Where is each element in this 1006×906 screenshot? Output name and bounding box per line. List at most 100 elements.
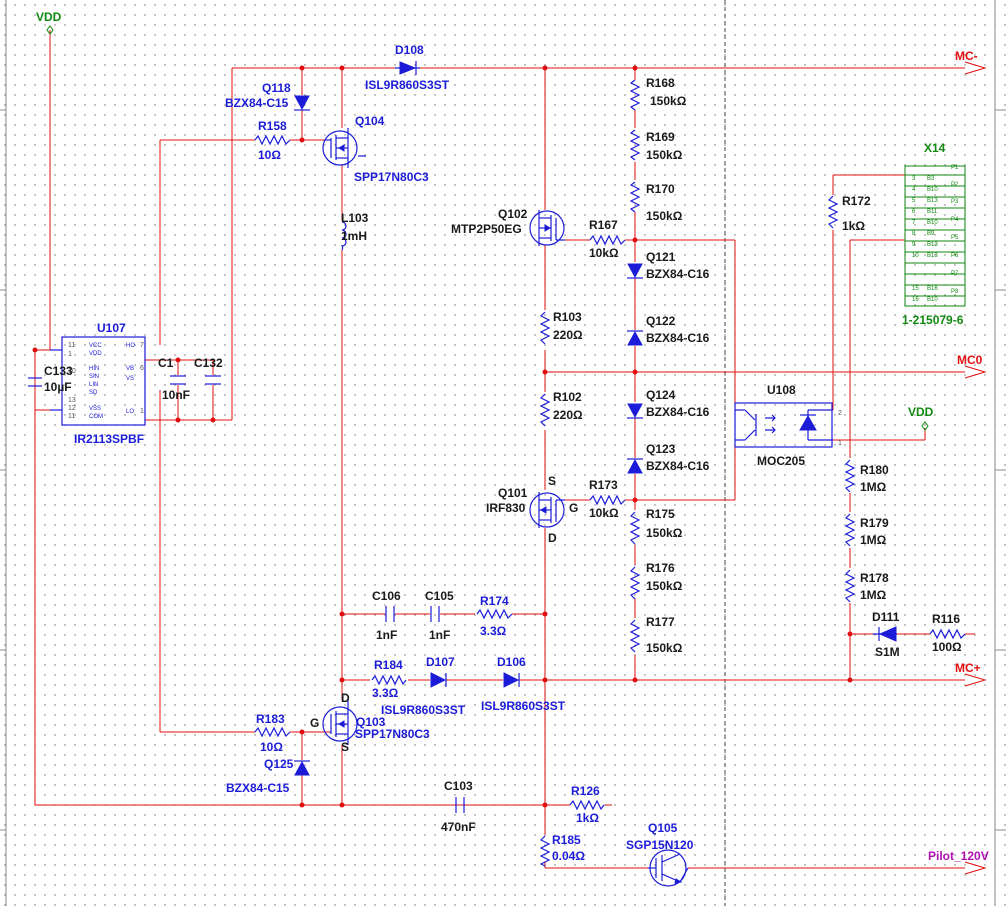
svg-text:MC+: MC+ [955, 661, 981, 675]
svg-text:16: 16 [912, 297, 919, 303]
svg-text:R126: R126 [571, 784, 600, 798]
svg-text:LO: LO [126, 409, 134, 415]
svg-text:X14: X14 [924, 141, 946, 155]
net-mc0: MC0 [957, 353, 987, 379]
mosfet-q104: Q104 SPP17N80C3 [322, 114, 429, 184]
resistor-r167: R167 10kΩ [589, 218, 626, 260]
zener-q124: Q124 BZX84-C16 [627, 388, 710, 419]
svg-text:6: 6 [912, 209, 916, 215]
svg-text:10: 10 [68, 368, 76, 375]
svg-text:1MΩ: 1MΩ [860, 533, 887, 547]
svg-text:1-215079-6: 1-215079-6 [902, 313, 964, 327]
svg-text:B16: B16 [927, 286, 938, 292]
svg-text:VDD: VDD [908, 405, 934, 419]
mosfet-q102: Q102 MTP2P50EG [451, 207, 565, 246]
resistor-r103: R103 220Ω [539, 310, 583, 345]
svg-text:Q103: Q103 [356, 715, 386, 729]
svg-text:10Ω: 10Ω [260, 740, 283, 754]
svg-text:D106: D106 [497, 655, 526, 669]
resistor-r174: R174 3.3Ω [476, 594, 513, 638]
svg-text:6: 6 [140, 365, 144, 372]
svg-text:SIN: SIN [89, 374, 99, 380]
svg-text:BZX84-C16: BZX84-C16 [646, 405, 710, 419]
net-vdd-top: VDD [36, 10, 62, 35]
svg-text:10Ω: 10Ω [258, 148, 281, 162]
svg-text:1kΩ: 1kΩ [842, 219, 865, 233]
svg-text:10µF: 10µF [44, 380, 72, 394]
svg-text:BZX84-C16: BZX84-C16 [646, 459, 710, 473]
svg-text:P4: P4 [951, 217, 959, 223]
svg-text:10kΩ: 10kΩ [589, 506, 619, 520]
svg-text:B3: B3 [927, 176, 935, 182]
svg-text:150kΩ: 150kΩ [646, 209, 683, 223]
svg-text:R103: R103 [553, 310, 582, 324]
svg-text:C105: C105 [425, 589, 454, 603]
diode-d111: D111 S1M [872, 610, 900, 659]
svg-text:3: 3 [912, 176, 916, 182]
svg-text:Q122: Q122 [646, 314, 676, 328]
svg-text:B10: B10 [927, 187, 938, 193]
svg-text:R116: R116 [932, 612, 960, 626]
svg-text:150kΩ: 150kΩ [646, 641, 683, 655]
svg-text:1nF: 1nF [429, 628, 450, 642]
svg-text:D107: D107 [426, 655, 455, 669]
svg-text:R175: R175 [646, 507, 675, 521]
resistor-r185: R185 0.04Ω [539, 833, 585, 867]
svg-text:150kΩ: 150kΩ [646, 579, 683, 593]
svg-text:C133: C133 [44, 364, 73, 378]
svg-text:11: 11 [68, 413, 75, 420]
svg-text:MTP2P50EG: MTP2P50EG [451, 222, 522, 236]
diode-d107: D107 ISL9R860S3ST [381, 655, 466, 717]
svg-text:1: 1 [68, 351, 72, 358]
svg-text:VS: VS [126, 376, 134, 382]
svg-text:3.3Ω: 3.3Ω [480, 624, 507, 638]
svg-text:MC-: MC- [955, 49, 978, 63]
net-pilot: Pilot_120V [928, 849, 989, 875]
svg-text:R158: R158 [258, 119, 287, 133]
x14-pins: B3 B10 B13 B11 B10 B9 B13 B13 B16 B10 P1… [905, 165, 965, 303]
junctions [32, 65, 853, 808]
resistor-r102: R102 220Ω [539, 390, 583, 427]
svg-text:COM: COM [89, 414, 103, 420]
optocoupler-u108: U108 MOC205 2 1 [734, 383, 842, 468]
capacitor-c105: C105 1nF [425, 589, 454, 642]
capacitor-c106: C106 1nF [372, 589, 401, 642]
capacitor-c133: C133 10µF [28, 364, 73, 394]
svg-text:R177: R177 [646, 615, 675, 629]
svg-text:C103: C103 [444, 779, 473, 793]
mosfet-q101: S G D Q101 IRF830 [486, 474, 578, 545]
svg-text:Q121: Q121 [646, 250, 676, 264]
svg-text:P1: P1 [951, 165, 959, 171]
svg-text:Q104: Q104 [355, 114, 385, 128]
svg-text:10nF: 10nF [162, 388, 190, 402]
capacitor-c103: C103 470nF [441, 779, 476, 834]
svg-text:R179: R179 [860, 516, 889, 530]
svg-text:Q124: Q124 [646, 388, 676, 402]
svg-text:D108: D108 [395, 43, 424, 57]
resistor-r158: R158 10Ω [254, 119, 291, 162]
resistor-r172: R172 1kΩ [827, 194, 871, 233]
svg-text:P6: P6 [951, 253, 959, 259]
resistor-r177: R177 150kΩ [629, 615, 683, 655]
svg-text:R172: R172 [842, 194, 871, 208]
svg-text:B10: B10 [927, 297, 938, 303]
svg-text:Q101: Q101 [498, 486, 528, 500]
svg-text:1kΩ: 1kΩ [576, 811, 599, 825]
svg-text:Q125: Q125 [264, 757, 294, 771]
svg-text:U107: U107 [97, 321, 126, 335]
resistor-r169: R169 150kΩ [629, 129, 683, 162]
capacitor-c132: C132 [194, 356, 223, 385]
diode-d108: D108 ISL9R860S3ST [365, 43, 450, 92]
svg-text:10kΩ: 10kΩ [589, 246, 619, 260]
resistor-r173: R173 10kΩ [589, 478, 626, 520]
svg-text:D: D [341, 691, 350, 705]
svg-text:G: G [569, 501, 578, 515]
svg-text:HO: HO [126, 343, 135, 349]
svg-text:P7: P7 [951, 271, 959, 277]
svg-text:VB: VB [126, 366, 134, 372]
wires [34, 30, 975, 869]
connector-x14: X14 1-215079-6 B3 B10 B13 B11 B10 B9 B13… [902, 141, 966, 327]
svg-text:470nF: 470nF [441, 820, 476, 834]
svg-text:R178: R178 [860, 571, 889, 585]
svg-text:Q123: Q123 [646, 442, 676, 456]
